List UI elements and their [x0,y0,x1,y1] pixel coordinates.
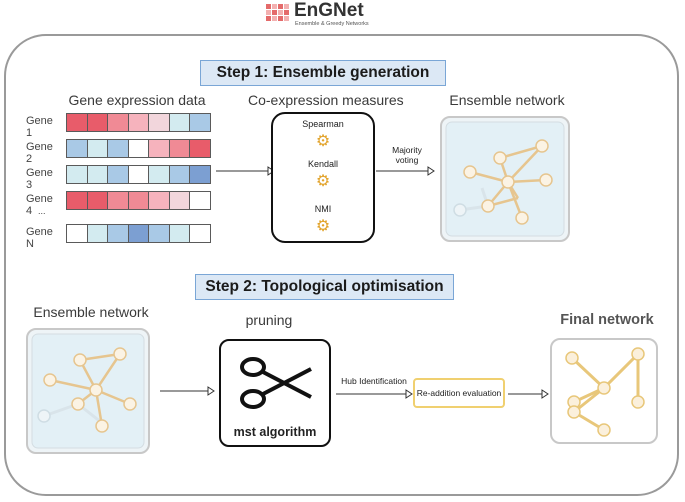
ensemble-network-header: Ensemble network [449,92,565,108]
heatmap-cell [86,191,108,210]
readdition-box: Re-addition evaluation [413,378,505,408]
gene-label: Gene 3 [26,167,53,191]
expression-heatmap [66,113,211,243]
heatmap-cell [66,224,88,243]
majority-voting-label: Majority voting [392,145,422,165]
heatmap-cell [66,191,88,210]
heatmap-cell [189,113,211,132]
heatmap-cell [66,139,88,158]
measure-kendall: Kendall [307,159,339,169]
heatmap-cell [168,165,190,184]
arrow [508,389,549,399]
mst-algorithm-label: mst algorithm [233,425,317,439]
heatmap-cell [127,165,149,184]
mst-algorithm-box: mst algorithm [219,339,331,447]
heatmap-cell [86,224,108,243]
heatmap-cell [127,191,149,210]
step2-title: Step 2: Topological optimisation [195,274,454,300]
heatmap-cell [107,165,129,184]
heatmap-cell [86,113,108,132]
heatmap-cell [148,139,170,158]
ensemble-network-graph [440,116,570,242]
heatmap-cell [127,139,149,158]
gear-icon: ⚙ [315,218,331,235]
heatmap-cell [168,224,190,243]
final-network-header: Final network [560,312,654,328]
heatmap-cell [168,191,190,210]
logo: EnGNet Ensemble & Greedy Networks [266,0,426,30]
arrow [336,389,413,399]
heatmap-cell [107,139,129,158]
heatmap-cell [66,113,88,132]
arrow [216,166,275,176]
gene-label: ... [38,206,46,216]
logo-title: EnGNet [294,0,364,21]
arrow [160,386,215,396]
final-network-graph [550,338,658,444]
gene-label: Gene 4 [26,193,53,217]
heatmap-cell [148,165,170,184]
heatmap-cell [189,139,211,158]
arrow [376,166,435,176]
gene-expression-header: Gene expression data [68,92,206,108]
heatmap-cell [189,224,211,243]
step1-title: Step 1: Ensemble generation [200,60,446,86]
gene-label: Gene 2 [26,141,53,165]
scissors-icon [240,357,312,409]
logo-icon [266,4,289,21]
heatmap-cell [86,139,108,158]
heatmap-cell [107,224,129,243]
heatmap-cell [66,165,88,184]
hub-identification-label: Hub Identification [341,376,407,386]
ensemble-network-header-2: Ensemble network [33,304,149,320]
heatmap-cell [127,224,149,243]
readdition-label: Re-addition evaluation [416,388,502,398]
measures-box: Spearman ⚙ Kendall ⚙ NMI ⚙ [271,112,375,243]
ensemble-network-graph-2 [26,328,150,454]
logo-subtitle: Ensemble & Greedy Networks [295,21,369,27]
measure-spearman: Spearman [302,119,344,129]
gene-label: Gene N [26,226,53,250]
gear-icon: ⚙ [315,133,331,150]
co-expression-header: Co-expression measures [248,92,404,108]
pruning-header: pruning [245,312,293,328]
heatmap-cell [189,191,211,210]
heatmap-cell [189,165,211,184]
heatmap-cell [168,139,190,158]
gear-icon: ⚙ [315,173,331,190]
gene-label: Gene 1 [26,115,53,139]
heatmap-cell [86,165,108,184]
heatmap-cell [107,191,129,210]
heatmap-cell [107,113,129,132]
heatmap-cell [127,113,149,132]
heatmap-cell [148,191,170,210]
heatmap-cell [148,224,170,243]
measure-nmi: NMI [314,204,332,214]
diagram-frame [4,34,679,496]
heatmap-cell [148,113,170,132]
heatmap-cell [168,113,190,132]
